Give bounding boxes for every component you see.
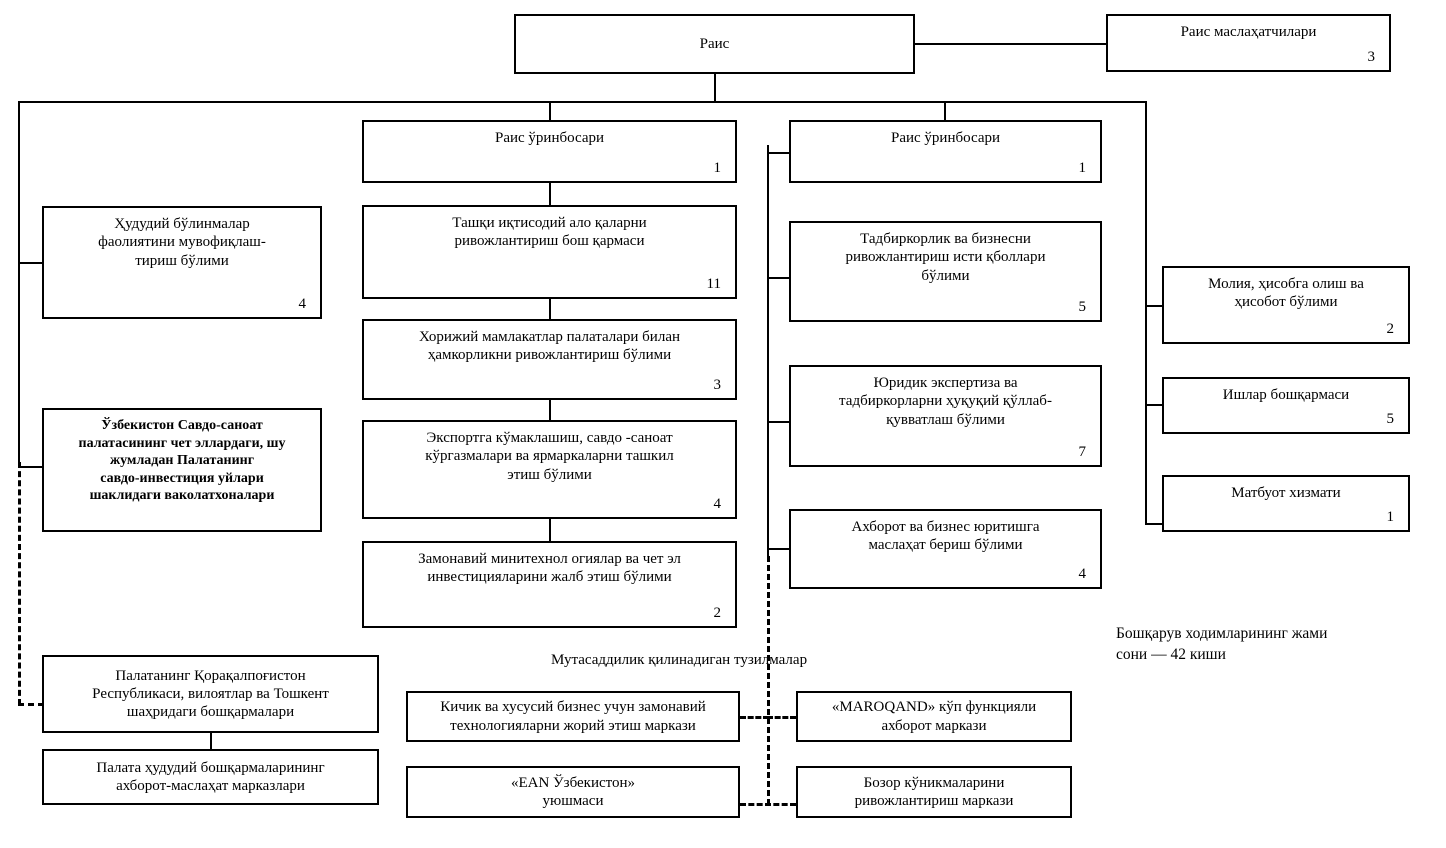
node-foreign-representations[interactable]: Ўзбекистон Савдо-саноат палатасининг чет… [42, 408, 322, 532]
connector-left-to-foreign-reps [18, 466, 43, 468]
node-market-skills-center[interactable]: Бозор кўникмаларини ривожлантириш марказ… [796, 766, 1072, 818]
connector-bus-to-deputy-center [549, 101, 551, 120]
node-deputy-center-count: 1 [713, 159, 722, 176]
node-export-support-title: Экспортга кўмаклашиш, савдо -саноат кўрг… [425, 430, 674, 483]
node-legal-expertise-count: 7 [1078, 443, 1087, 460]
connector-far-right-trunk [1145, 101, 1147, 525]
node-press-service[interactable]: Матбуот хизмати 1 [1162, 475, 1410, 532]
node-legal-expertise[interactable]: Юридик экспертиза ва тадбиркорларни ҳуқу… [789, 365, 1102, 467]
connector-left-dashed-trunk [18, 462, 21, 705]
connector-center-dashed-trunk [767, 556, 770, 805]
node-minitechnology-investment-count: 2 [713, 604, 722, 621]
node-maroqand-info-center-title: «MAROQAND» кўп функцияли ахборот маркази [831, 699, 1037, 734]
node-affairs-department[interactable]: Ишлар бошқармаси 5 [1162, 377, 1410, 434]
node-foreign-chambers-cooperation-count: 3 [713, 376, 722, 393]
connector-dashed-to-maroqand [767, 716, 796, 719]
connector-deputy-center-to-foreign-econ [549, 183, 551, 205]
node-entrepreneurship-development-count: 5 [1078, 298, 1087, 315]
node-entrepreneurship-development-title: Тадбиркорлик ва бизнесни ривожлантириш и… [845, 231, 1046, 284]
node-deputy-center[interactable]: Раис ўринбосари 1 [362, 120, 737, 183]
node-foreign-chambers-cooperation[interactable]: Хорижий мамлакатлар палаталари билан ҳам… [362, 319, 737, 400]
connector-left-to-regional-coord [18, 262, 43, 264]
node-press-service-count: 1 [1386, 508, 1395, 525]
connector-chairman-to-advisors [915, 43, 1106, 45]
node-foreign-economic-dept[interactable]: Ташқи иқтисодий ало қаларни ривожлантири… [362, 205, 737, 299]
node-regional-offices-title: Палатанинг Қорақалпоғистон Республикаси,… [92, 667, 329, 721]
node-information-business-advisory[interactable]: Ахборот ва бизнес юритишга маслаҳат бери… [789, 509, 1102, 589]
node-deputy-center-title: Раис ўринбосари [494, 130, 605, 146]
connector-trunk-to-entrepreneurship [767, 277, 790, 279]
node-foreign-chambers-cooperation-title: Хорижий мамлакатлар палаталари билан ҳам… [418, 329, 681, 364]
node-entrepreneurship-development[interactable]: Тадбиркорлик ва бизнесни ривожлантириш и… [789, 221, 1102, 322]
node-regional-offices[interactable]: Палатанинг Қорақалпоғистон Республикаси,… [42, 655, 379, 733]
connector-right-center-trunk [767, 145, 769, 560]
node-regional-info-centers-title: Палата ҳудудий бошқармаларининг ахборот-… [96, 759, 325, 794]
node-information-business-advisory-title: Ахборот ва бизнес юритишга маслаҳат бери… [851, 519, 1040, 554]
connector-trunk-to-deputy-right [767, 152, 790, 154]
node-foreign-economic-dept-title: Ташқи иқтисодий ало қаларни ривожлантири… [452, 215, 647, 250]
label-subordinate-structures: Мутасаддилик қилинадиган тузилмалар [551, 652, 808, 668]
node-chairman-advisors[interactable]: Раис маслаҳатчилари 3 [1106, 14, 1391, 72]
node-regional-coordination-count: 4 [298, 295, 307, 312]
connector-left-trunk [18, 101, 20, 466]
node-finance-accounting-title: Молия, ҳисобга олиш ва ҳисобот бўлими [1208, 276, 1364, 311]
node-information-business-advisory-count: 4 [1078, 565, 1087, 582]
connector-chambers-to-export [549, 400, 551, 420]
connector-main-bus [18, 101, 1147, 103]
node-regional-coordination-title: Ҳудудий бўлинмалар фаолиятини мувофиқлаш… [98, 216, 266, 269]
node-foreign-economic-dept-count: 11 [706, 275, 721, 292]
connector-dashed-ean-to-market [740, 803, 796, 806]
connector-export-to-minitech [549, 519, 551, 541]
node-deputy-right[interactable]: Раис ўринбосари 1 [789, 120, 1102, 183]
node-deputy-right-count: 1 [1078, 159, 1087, 176]
connector-dashed-to-small-business [740, 716, 769, 719]
connector-trunk-to-finance [1145, 305, 1164, 307]
node-ean-uzbekistan-title: «EAN Ўзбекистон» уюшмаси [510, 774, 636, 809]
node-ean-uzbekistan[interactable]: «EAN Ўзбекистон» уюшмаси [406, 766, 740, 818]
connector-trunk-to-affairs [1145, 404, 1164, 406]
node-chairman-advisors-title: Раис маслаҳатчилари [1180, 24, 1317, 40]
node-small-business-tech-center-title: Кичик ва хусусий бизнес учун замонавий т… [440, 699, 706, 734]
connector-bus-to-right-deputy [944, 101, 946, 120]
connector-trunk-to-legal [767, 421, 790, 423]
node-export-support[interactable]: Экспортга кўмаклашиш, савдо -саноат кўрг… [362, 420, 737, 519]
node-regional-info-centers[interactable]: Палата ҳудудий бошқармаларининг ахборот-… [42, 749, 379, 805]
node-small-business-tech-center[interactable]: Кичик ва хусусий бизнес учун замонавий т… [406, 691, 740, 742]
connector-foreign-econ-to-chambers [549, 299, 551, 319]
node-press-service-title: Матбуот хизмати [1231, 485, 1341, 501]
node-chairman-title: Раис [699, 35, 730, 52]
node-market-skills-center-title: Бозор кўникмаларини ривожлантириш марказ… [854, 774, 1014, 809]
connector-chairman-drop [714, 73, 716, 103]
node-foreign-representations-title: Ўзбекистон Савдо-саноат палатасининг чет… [78, 418, 286, 503]
node-maroqand-info-center[interactable]: «MAROQAND» кўп функцияли ахборот маркази [796, 691, 1072, 742]
label-total-staff: Бошқарув ходимларининг жами сони — 42 ки… [1116, 625, 1328, 663]
node-minitechnology-investment-title: Замонавий минитехнол огиялар ва чет эл и… [418, 551, 681, 586]
node-chairman[interactable]: Раис [514, 14, 915, 74]
node-finance-accounting-count: 2 [1386, 320, 1395, 337]
connector-trunk-to-press [1145, 523, 1164, 525]
connector-trunk-to-info-business [767, 548, 790, 550]
node-legal-expertise-title: Юридик экспертиза ва тадбиркорларни ҳуқу… [839, 375, 1052, 428]
node-deputy-right-title: Раис ўринбосари [890, 130, 1001, 146]
connector-regional-offices-to-info-centers [210, 733, 212, 749]
node-regional-coordination[interactable]: Ҳудудий бўлинмалар фаолиятини мувофиқлаш… [42, 206, 322, 319]
node-finance-accounting[interactable]: Молия, ҳисобга олиш ва ҳисобот бўлими 2 [1162, 266, 1410, 344]
node-chairman-advisors-count: 3 [1367, 48, 1376, 65]
node-minitechnology-investment[interactable]: Замонавий минитехнол огиялар ва чет эл и… [362, 541, 737, 628]
connector-left-dashed-to-regional-offices [18, 703, 44, 706]
node-affairs-department-count: 5 [1386, 410, 1395, 427]
node-export-support-count: 4 [713, 495, 722, 512]
node-affairs-department-title: Ишлар бошқармаси [1222, 387, 1350, 403]
